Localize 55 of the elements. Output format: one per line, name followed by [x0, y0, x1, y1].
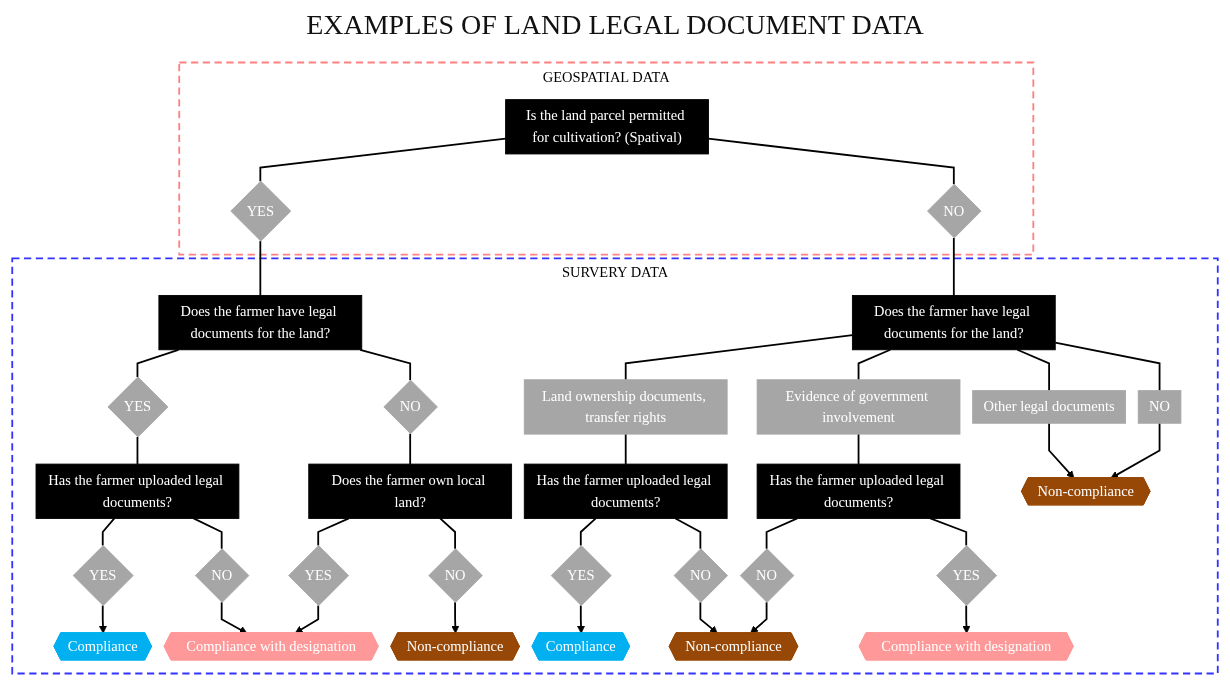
arrow [699, 600, 718, 634]
node-diamond: YES [72, 544, 134, 606]
node-box: Has the farmer uploaded legal documents? [523, 463, 728, 519]
connector [317, 517, 350, 546]
node-diamond: NO [194, 547, 250, 603]
connector [674, 517, 702, 550]
node-box: Land ownership documents, transfer rights [523, 378, 728, 435]
node-box: Has the farmer uploaded legal documents? [756, 463, 961, 519]
node-diamond: NO [673, 547, 729, 603]
connector [707, 137, 955, 185]
node-diamond: YES [288, 544, 350, 606]
connector [857, 432, 860, 465]
connector [765, 517, 799, 550]
connector [929, 517, 968, 546]
arrow [577, 604, 585, 634]
node-box: Is the land parcel permitted for cultivation? (Spatival) [505, 98, 709, 154]
connector [624, 333, 854, 381]
node-box: Other legal documents [972, 389, 1126, 424]
connector [624, 432, 627, 465]
node-diamond: YES [230, 180, 292, 242]
connector [136, 435, 139, 465]
node-box: Does the farmer have legal documents for the land? [158, 294, 363, 350]
node-box: Does the farmer own local land? [308, 463, 513, 519]
arrow [962, 604, 971, 634]
arrow [750, 600, 768, 634]
node-box: NO [1137, 389, 1182, 424]
node-diamond: YES [936, 544, 998, 606]
node-diamond: NO [428, 547, 483, 603]
connector [259, 137, 507, 182]
connector [192, 517, 223, 550]
arrow [220, 600, 248, 634]
connector [579, 517, 597, 546]
arrow [451, 600, 460, 634]
connector [136, 348, 180, 378]
arrow [1110, 421, 1161, 478]
node-diamond: YES [107, 376, 169, 437]
node-diamond: NO [927, 183, 982, 238]
connector [359, 348, 412, 381]
connector [409, 432, 412, 465]
connector [101, 517, 116, 546]
arrow [98, 604, 107, 634]
node-diamond: YES [550, 544, 612, 606]
node-box: Has the farmer uploaded legal documents? [35, 463, 240, 519]
arrow [1048, 421, 1075, 478]
connector [952, 236, 955, 296]
arrow [294, 604, 320, 634]
diagram-title: EXAMPLES OF LAND LEGAL DOCUMENT DATA [305, 8, 925, 42]
node-box: Does the farmer have legal documents for the land? [851, 294, 1056, 350]
connector [439, 517, 456, 550]
connector [1054, 341, 1161, 392]
connector [259, 239, 262, 296]
connector [857, 348, 892, 381]
node-diamond: NO [739, 547, 795, 603]
node-box: Evidence of government involvement [756, 378, 961, 435]
node-diamond: NO [383, 379, 438, 434]
